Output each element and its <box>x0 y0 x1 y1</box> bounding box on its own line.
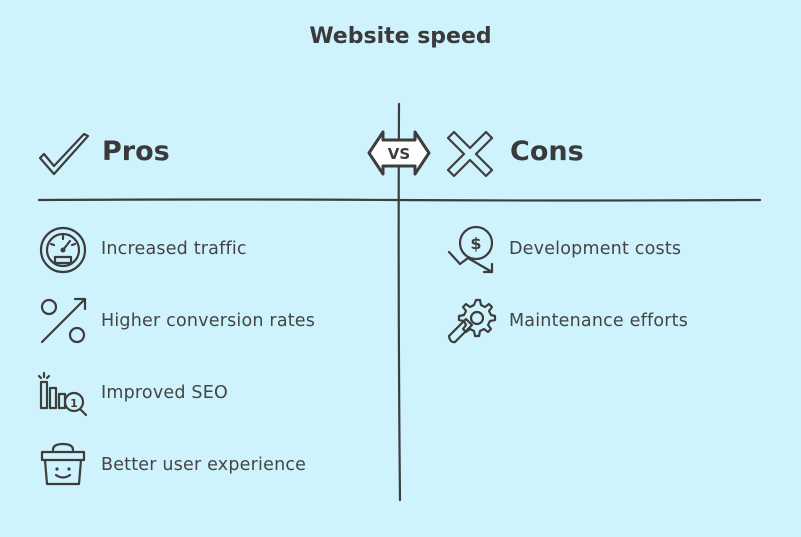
svg-text:1: 1 <box>70 397 78 410</box>
pros-item-improved-seo: Improved SEO <box>101 383 228 403</box>
checkmark-icon <box>38 132 90 176</box>
cons-item-maintenance-efforts: Maintenance efforts <box>509 311 689 331</box>
speedometer-icon <box>39 226 87 274</box>
pros-heading: Pros <box>102 136 170 167</box>
pros-item-increased-traffic: Increased traffic <box>101 239 247 259</box>
vs-label: VS <box>388 145 410 163</box>
percent-icon <box>40 297 87 344</box>
pros-item-better-user-experience: Better user experience <box>101 455 307 475</box>
page-title: Website speed <box>309 24 492 49</box>
cons-heading: Cons <box>510 136 584 167</box>
seo-ranking-icon: 1 <box>37 371 88 417</box>
pros-item-higher-conversion-rates: Higher conversion rates <box>101 311 316 331</box>
gear-wrench-icon <box>447 298 497 344</box>
cons-item-development-costs: Development costs <box>509 239 682 259</box>
vs-badge: VS <box>367 130 431 176</box>
horizontal-divider <box>37 198 762 202</box>
cross-icon <box>446 130 494 178</box>
svg-text:$: $ <box>470 234 481 253</box>
happy-basket-icon <box>40 442 86 486</box>
cost-decline-icon: $ <box>447 225 494 274</box>
